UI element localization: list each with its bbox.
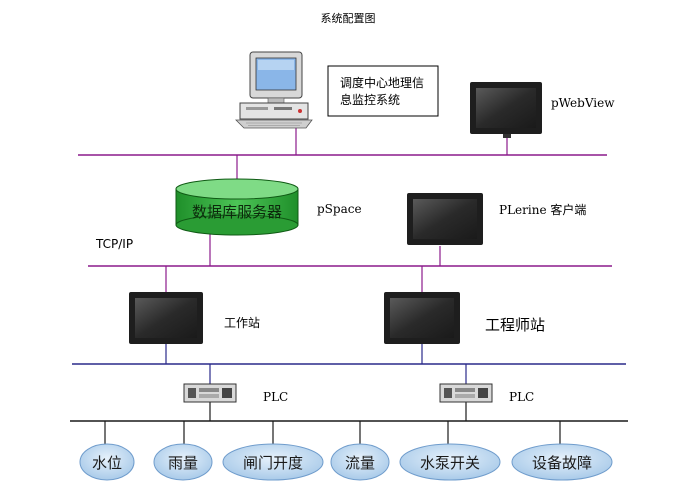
field-node-label: 闸门开度 [243,454,303,472]
dispatch-center-label-line-1: 调度中心地理信 [340,75,424,90]
dispatch-center-label-line-2: 息监控系统 [340,92,400,107]
engineer-station-monitor-icon [384,292,460,344]
engineer-station-label: 工程师站 [485,316,545,334]
field-node-water-level: 水位 [79,443,135,481]
pspace-label: pSpace [317,202,362,216]
tcpip-label: TCP/IP [95,237,133,251]
diagram-title: 系统配置图 [321,12,376,25]
field-node-label: 设备故障 [532,454,592,472]
pcline-client-label: PLerine 客户端 [499,202,586,217]
pwebview-label: pWebView [551,96,615,110]
plc-right-label: PLC [509,390,534,404]
field-node-equipment-fault: 设备故障 [511,443,613,481]
field-node-gate-opening: 闸门开度 [222,443,324,481]
database-server-label: 数据库服务器 [192,203,282,221]
pwebview-monitor-icon [470,82,542,138]
workstation-label: 工作站 [224,316,260,330]
dispatch-center-label-box [327,65,439,117]
field-node-label: 水位 [92,454,122,472]
pcline-client-monitor-icon [407,193,483,245]
plc-left-device-icon [183,383,237,403]
field-node-label: 流量 [345,454,375,472]
plc-left-label: PLC [263,390,288,404]
field-node-label: 水泵开关 [420,454,480,472]
field-node-pump-switch: 水泵开关 [399,443,501,481]
workstation-monitor-icon [129,292,203,344]
field-node-flow: 流量 [330,443,390,481]
field-node-rainfall: 雨量 [153,443,213,481]
database-server-icon [175,178,299,236]
field-node-label: 雨量 [168,454,198,472]
plc-right-device-icon [439,383,493,403]
desktop-computer-icon [235,51,313,129]
